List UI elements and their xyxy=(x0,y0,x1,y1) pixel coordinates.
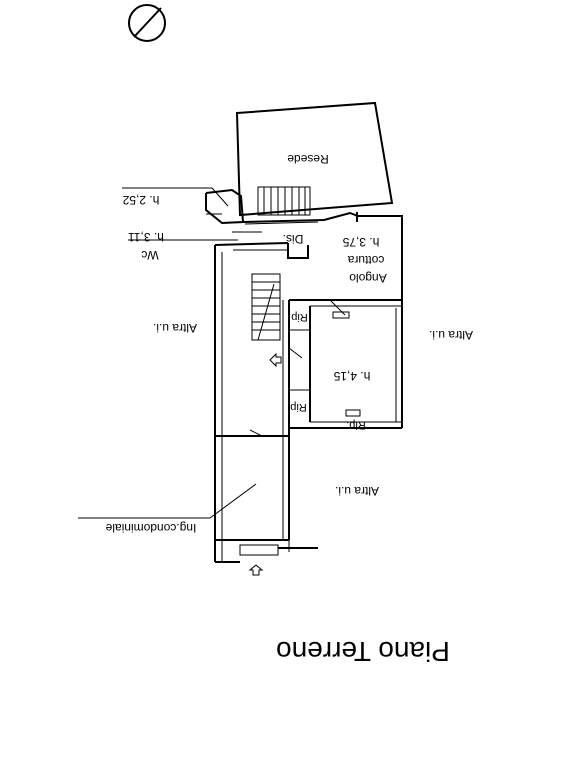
wc-room xyxy=(205,188,245,225)
entrance-arrow-icon xyxy=(248,564,264,576)
altra-ui-bottom-label: Altra u.i. xyxy=(335,484,379,498)
ingresso-condominiale-label: Ing.condominiale xyxy=(105,521,196,535)
resede-area xyxy=(235,101,394,217)
north-compass-icon xyxy=(128,4,166,42)
angolo-label: Angolo xyxy=(349,271,387,285)
dis-label: Dis. xyxy=(283,232,304,246)
main-building-walls xyxy=(214,245,403,563)
rip-top-label: Rip. xyxy=(288,311,308,323)
height-label-main-room: h. 4,15 xyxy=(333,369,370,383)
page-title: Piano Terreno xyxy=(276,636,450,667)
door-arrow-icon xyxy=(269,352,282,368)
staircase xyxy=(251,273,281,341)
rip-bottom-label: Rip. xyxy=(346,419,366,431)
resede-label: Resede xyxy=(287,152,329,166)
door-symbols xyxy=(249,299,361,437)
height-label-kitchen: h. 3,75 xyxy=(342,235,379,249)
altra-ui-right-label: Altra u.i. xyxy=(429,328,473,342)
height-label-wc: h. 3,11 xyxy=(128,230,164,244)
rip-mid-label: Rip. xyxy=(287,401,307,413)
height-label-wc-upper: h. 2,52 xyxy=(122,193,159,207)
altra-ui-left-label: Altra u.i. xyxy=(153,321,197,335)
cottura-label: cottura xyxy=(347,253,384,267)
leader-lines xyxy=(78,187,257,519)
upper-building-walls xyxy=(214,211,403,300)
wc-label: Wc xyxy=(141,248,158,262)
